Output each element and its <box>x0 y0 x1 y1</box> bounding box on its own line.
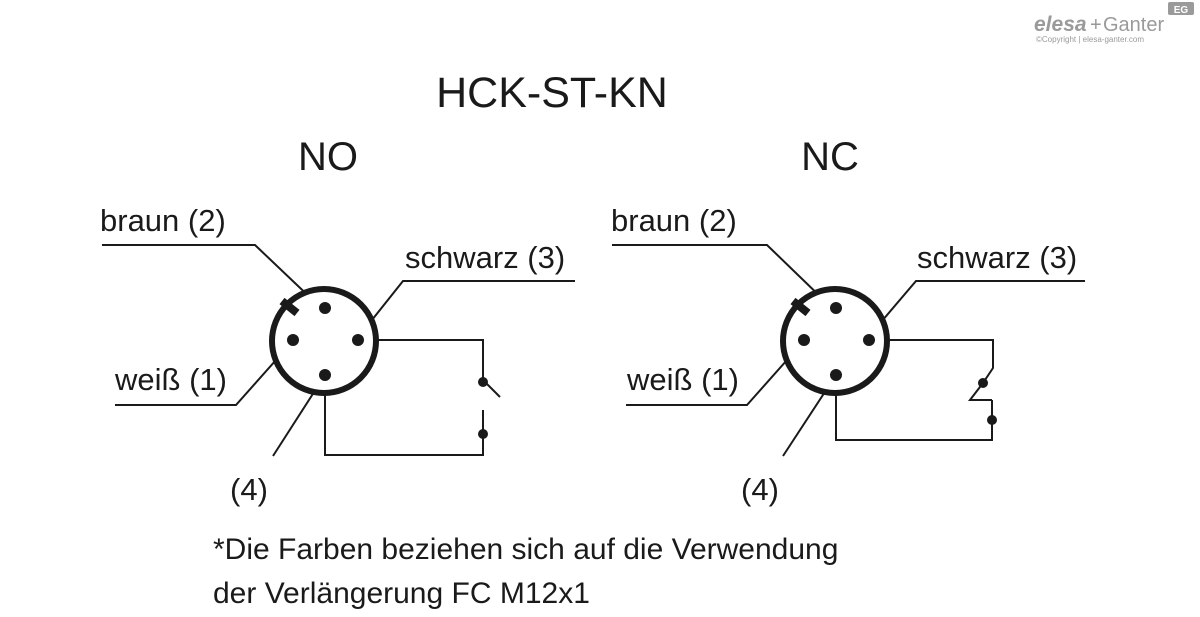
label-white-no: weiß (1) <box>114 362 227 397</box>
connector-key-nc <box>790 297 811 317</box>
label-black-no: schwarz (3) <box>405 240 565 275</box>
label-pin4-no: (4) <box>230 472 268 507</box>
diagram-no: NO braun (2) schwarz (3) weiß (1) (4) <box>100 135 575 507</box>
connector-ring-nc <box>780 286 890 396</box>
leader-black-no <box>359 280 575 336</box>
brand-copyright: ©Copyright | elesa-ganter.com <box>1036 35 1144 44</box>
footnote-line-2: der Verlängerung FC M12x1 <box>213 577 590 610</box>
switch-contact-bottom-nc <box>987 415 997 425</box>
leader-black-nc <box>869 280 1085 336</box>
diagram-title: HCK-ST-KN <box>436 69 668 117</box>
pin-4-nc <box>830 369 842 381</box>
pin-4-no <box>319 369 331 381</box>
brand-badge-box <box>1168 2 1194 15</box>
switch-contact-top-no <box>478 377 488 387</box>
pin-2-nc <box>830 302 842 314</box>
pin-2-no <box>319 302 331 314</box>
switch-wire-top-no <box>360 339 484 380</box>
leader-white-nc <box>626 341 804 406</box>
brand-badge: EG <box>1174 5 1189 16</box>
diagram-nc: NC braun (2) schwarz (3) weiß (1) (4) <box>611 135 1085 507</box>
switch-contact-bottom-no <box>478 429 488 439</box>
brand-logo: EG elesa + Ganter ©Copyright | elesa-gan… <box>1034 2 1194 44</box>
connector-key-no <box>279 297 300 317</box>
diagram-heading-no: NO <box>298 135 358 179</box>
leader-brown-nc <box>612 244 830 306</box>
footnote-line-1: *Die Farben beziehen sich auf die Verwen… <box>213 533 838 566</box>
pin-3-nc <box>863 334 875 346</box>
label-black-nc: schwarz (3) <box>917 240 1077 275</box>
brand-logo-plus: + <box>1090 14 1102 36</box>
switch-blade-nc <box>967 382 992 401</box>
leader-brown-no <box>102 244 319 306</box>
brand-logo-right: Ganter <box>1103 14 1164 36</box>
pin-1-nc <box>798 334 810 346</box>
label-pin4-nc: (4) <box>741 472 779 507</box>
label-white-nc: weiß (1) <box>626 362 739 397</box>
label-brown-nc: braun (2) <box>611 203 737 238</box>
brand-logo-left: elesa <box>1034 13 1087 36</box>
pin-1-no <box>287 334 299 346</box>
diagram-heading-nc: NC <box>801 135 859 179</box>
label-brown-no: braun (2) <box>100 203 226 238</box>
switch-contact-top-nc <box>978 378 988 388</box>
switch-wire-top-nc <box>870 339 994 384</box>
connector-ring-no <box>269 286 379 396</box>
pin-3-no <box>352 334 364 346</box>
leader-white-no <box>115 341 293 406</box>
